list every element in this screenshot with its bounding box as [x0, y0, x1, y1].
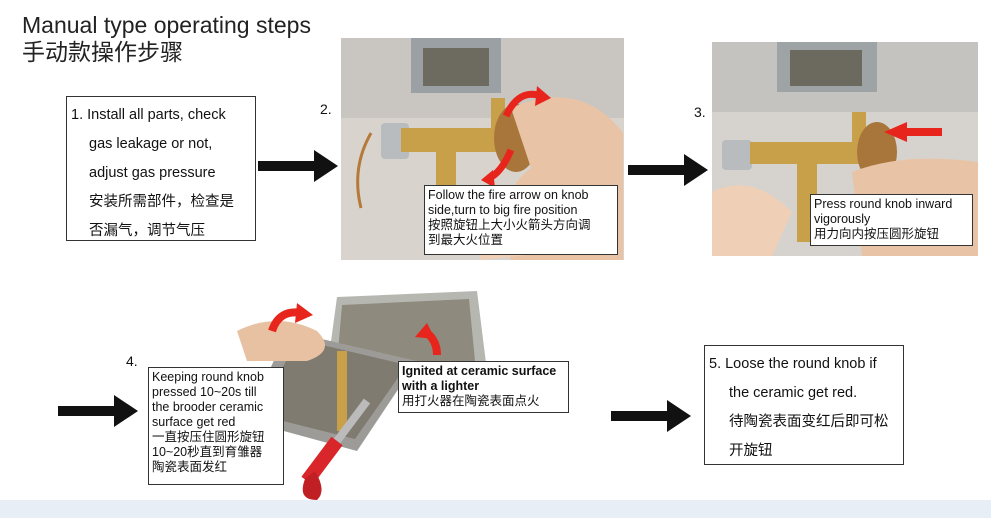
arrow-right-icon [611, 398, 693, 434]
step4-caption-line: 陶瓷表面发红 [152, 460, 280, 475]
step4-caption-line: Keeping round knob [152, 370, 280, 385]
step1-line: gas leakage or not, [71, 130, 251, 159]
step3-caption: Press round knob inward vigorously 用力向内按… [810, 194, 973, 246]
step3-caption-line: vigorously [814, 212, 969, 227]
step2-number: 2. [320, 101, 332, 117]
step4-caption: Keeping round knob pressed 10~20s till t… [148, 367, 284, 485]
step5-line: 开旋钮 [709, 437, 899, 466]
step4-caption-line: 一直按压住圆形旋钮 [152, 430, 280, 445]
step3-number: 3. [694, 104, 706, 120]
title-zh: 手动款操作步骤 [22, 39, 311, 66]
page-title: Manual type operating steps 手动款操作步骤 [22, 12, 311, 66]
arrow-right-icon [628, 152, 710, 188]
lighter-caption: Ignited at ceramic surface with a lighte… [398, 361, 569, 413]
step3-caption-line: 用力向内按压圆形旋钮 [814, 227, 969, 242]
step4-caption-line: 10~20秒直到育雏器 [152, 445, 280, 460]
step3-caption-line: Press round knob inward [814, 197, 969, 212]
step1-line: 安装所需部件，检查是 [71, 188, 251, 217]
arrow-right-icon [258, 148, 340, 184]
step1-line: 否漏气，调节气压 [71, 217, 251, 246]
arrow-right-icon [58, 393, 140, 429]
step4-caption-line: pressed 10~20s till [152, 385, 280, 400]
step2-caption-line: 按照旋钮上大小火箭头方向调 [428, 218, 614, 233]
lighter-caption-line: Ignited at ceramic surface [402, 364, 565, 379]
step2-caption: Follow the fire arrow on knob side,turn … [424, 185, 618, 255]
step2-caption-line: 到最大火位置 [428, 233, 614, 248]
step1-box: 1. Install all parts, check gas leakage … [66, 96, 256, 241]
bottom-band [0, 500, 991, 518]
lighter-caption-line: with a lighter [402, 379, 565, 394]
step1-line: adjust gas pressure [71, 159, 251, 188]
step1-line: 1. Install all parts, check [71, 101, 251, 130]
step5-line: 5. Loose the round knob if [709, 350, 899, 379]
step2-caption-line: Follow the fire arrow on knob [428, 188, 614, 203]
step2-caption-line: side,turn to big fire position [428, 203, 614, 218]
step4-caption-line: the brooder ceramic [152, 400, 280, 415]
step5-line: 待陶瓷表面变红后即可松 [709, 408, 899, 437]
step4-caption-line: surface get red [152, 415, 280, 430]
step5-line: the ceramic get red. [709, 379, 899, 408]
step5-box: 5. Loose the round knob if the ceramic g… [704, 345, 904, 465]
title-en: Manual type operating steps [22, 12, 311, 39]
lighter-caption-line: 用打火器在陶瓷表面点火 [402, 394, 565, 409]
step4-number: 4. [126, 353, 138, 369]
